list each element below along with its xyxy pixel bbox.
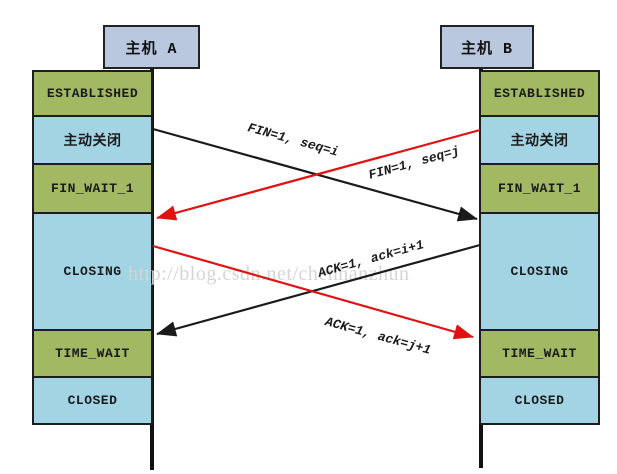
state-label: TIME_WAIT <box>502 346 577 361</box>
fin-seq-i-label: FIN=1, seq=i <box>245 120 341 160</box>
fin-seq-j-label: FIN=1, seq=j <box>366 143 462 183</box>
ack-arrow-a-to-b <box>152 244 474 340</box>
state-b-closing: CLOSING <box>479 212 600 331</box>
state-b-closed: CLOSED <box>479 376 600 425</box>
host-b-label: 主机 B <box>460 40 513 58</box>
state-label: ESTABLISHED <box>46 86 139 101</box>
state-a-established: ESTABLISHED <box>32 70 153 117</box>
state-a-active-close: 主动关闭 <box>32 115 153 165</box>
state-label: FIN_WAIT_1 <box>497 181 581 196</box>
state-b-fin-wait-1: FIN_WAIT_1 <box>479 163 600 214</box>
host-a-box: 主机 A <box>103 25 200 69</box>
ack-arrow-b-to-a <box>156 243 481 337</box>
state-label: CLOSED <box>67 393 118 408</box>
host-b-state-column: ESTABLISHED 主动关闭 FIN_WAIT_1 CLOSING TIME… <box>479 70 600 425</box>
host-a-label: 主机 A <box>125 40 178 58</box>
host-b-box: 主机 B <box>440 25 534 69</box>
state-label: ESTABLISHED <box>493 86 586 101</box>
ack-j-plus-1-label: ACK=1, ack=j+1 <box>323 314 433 358</box>
state-label: CLOSING <box>63 264 122 279</box>
state-label: 主动关闭 <box>63 134 122 150</box>
state-a-time-wait: TIME_WAIT <box>32 329 153 378</box>
state-a-fin-wait-1: FIN_WAIT_1 <box>32 163 153 214</box>
state-b-time-wait: TIME_WAIT <box>479 329 600 378</box>
state-label: CLOSED <box>514 393 565 408</box>
state-label: TIME_WAIT <box>55 346 130 361</box>
state-label: 主动关闭 <box>510 134 569 150</box>
host-a-state-column: ESTABLISHED 主动关闭 FIN_WAIT_1 CLOSING TIME… <box>32 70 153 425</box>
state-label: FIN_WAIT_1 <box>50 181 134 196</box>
state-a-closed: CLOSED <box>32 376 153 425</box>
state-label: CLOSING <box>510 264 569 279</box>
state-b-established: ESTABLISHED <box>479 70 600 117</box>
state-b-active-close: 主动关闭 <box>479 115 600 165</box>
